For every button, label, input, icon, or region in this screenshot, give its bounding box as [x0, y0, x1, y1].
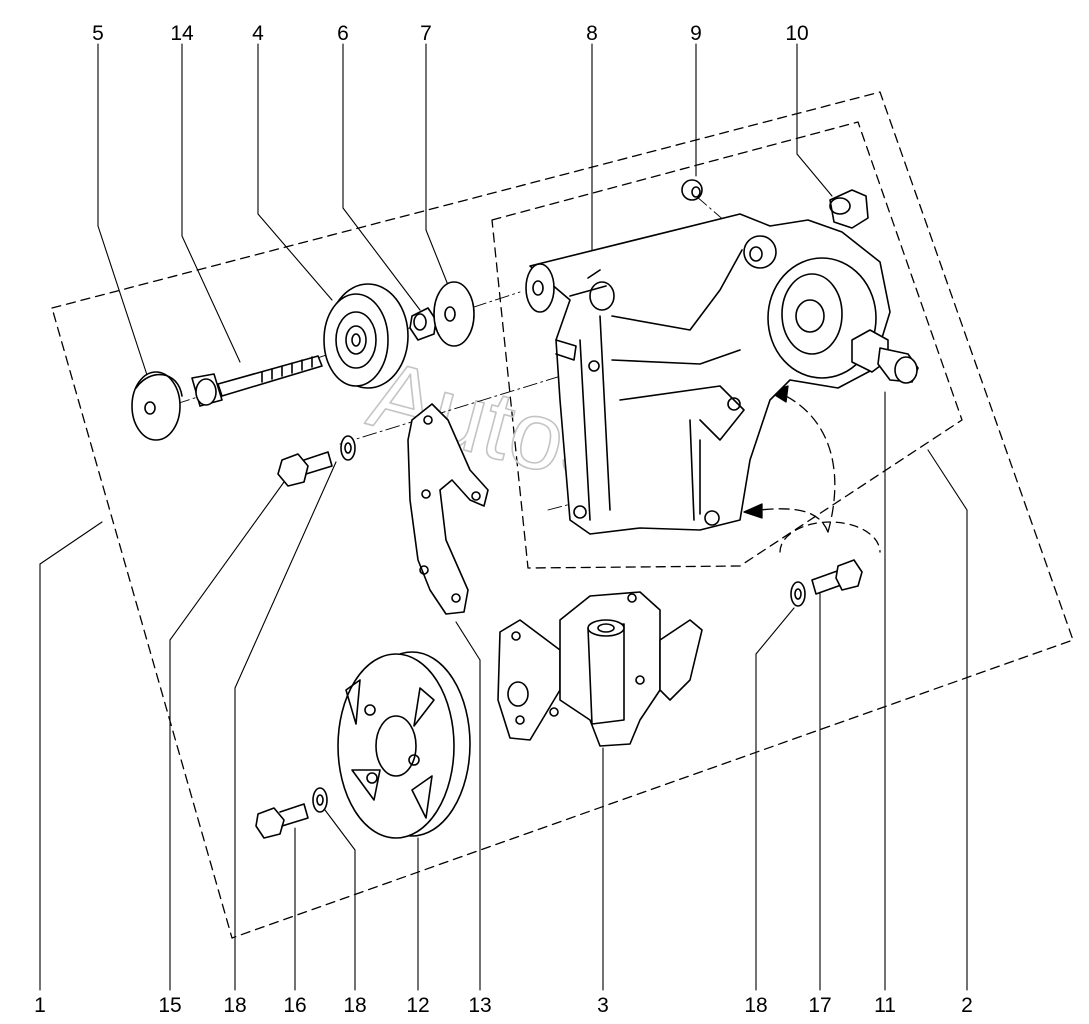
callout-label: 15	[158, 994, 181, 1017]
pump-pulley-part	[337, 651, 471, 839]
callout-label: 1	[34, 994, 46, 1017]
plug-part	[829, 189, 869, 229]
bolt-16-part	[255, 803, 309, 839]
spacer-bushing-part	[409, 307, 437, 341]
bolt-17-part	[811, 559, 863, 595]
callout-label: 10	[785, 22, 808, 45]
callout-label: 18	[744, 994, 767, 1017]
callout-label: 2	[961, 994, 973, 1017]
callout-label: 5	[92, 22, 104, 45]
callout-label: 16	[283, 994, 306, 1017]
pump-bracket-part	[525, 213, 891, 535]
long-bolt-part	[191, 355, 323, 407]
callout-label: 3	[597, 994, 609, 1017]
leader-lines	[39, 43, 968, 991]
tensioner-roller-part	[323, 283, 409, 389]
callout-label: 7	[420, 22, 432, 45]
callout-label: 8	[586, 22, 598, 45]
callout-label: 18	[343, 994, 366, 1017]
callout-label: 14	[170, 22, 194, 45]
bracket-plate-part	[407, 403, 489, 615]
bolt-15-part	[277, 451, 333, 487]
sleeve-part	[681, 179, 703, 201]
callout-label: 18	[223, 994, 246, 1017]
washer-parts	[312, 435, 806, 813]
callout-label: 11	[874, 994, 896, 1017]
callout-label: 13	[468, 994, 491, 1017]
union-fitting-part	[851, 329, 919, 384]
callout-label: 12	[406, 994, 429, 1017]
outer-assembly-outline	[51, 91, 1074, 939]
pulley-cap-part	[131, 371, 183, 441]
callouts-bottom: 1 15 18 16 18 12 13 3 18 17 11 2	[34, 994, 973, 1017]
callout-label: 17	[808, 994, 831, 1017]
assembly-arrows	[743, 385, 881, 553]
washer-disc-part	[433, 281, 475, 347]
power-steering-pump-part	[497, 591, 703, 747]
callouts-top: 5 14 4 6 7 8 9 10	[92, 22, 809, 45]
callout-label: 9	[690, 22, 702, 45]
callout-label: 6	[337, 22, 349, 45]
callout-label: 4	[252, 22, 264, 45]
